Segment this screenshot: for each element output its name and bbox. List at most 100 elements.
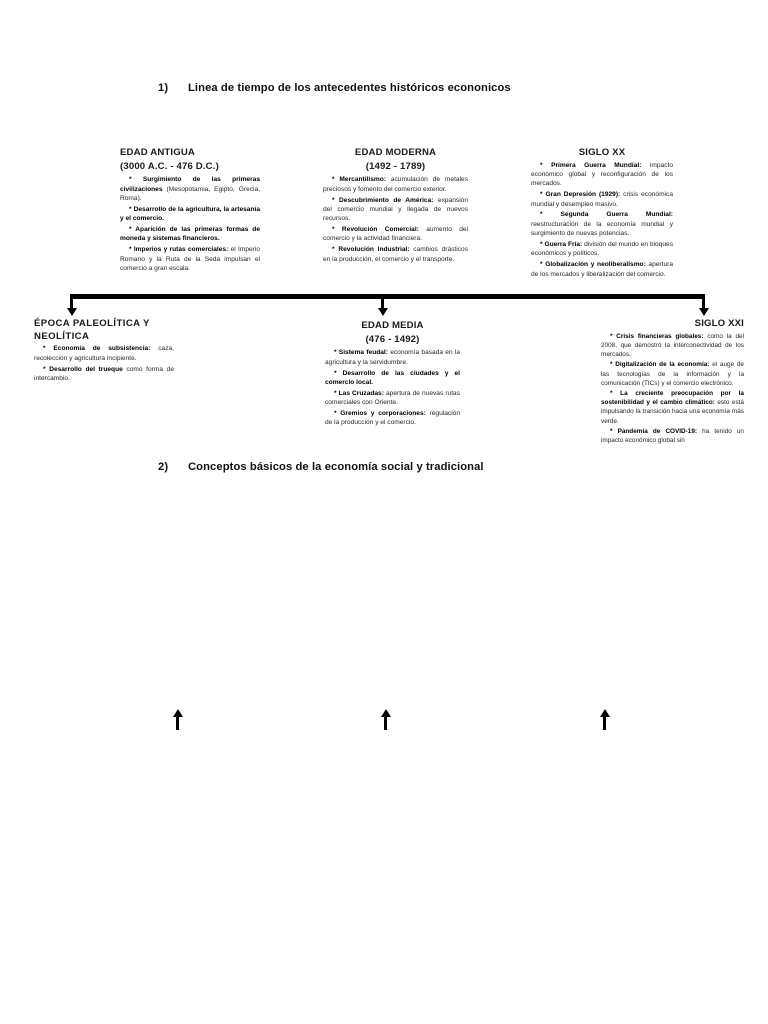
item-lead: * Economía de subsistencia: [43, 345, 151, 353]
list-item: * Sistema feudal: economía basada en la … [325, 348, 460, 367]
item-lead: * La creciente preocupación por la soste… [601, 390, 744, 407]
item-lead: * Descubrimiento de América: [332, 196, 434, 204]
block-title: SIGLO XXI [694, 318, 744, 329]
axis-cap-left [70, 294, 75, 299]
section-number: 2) [158, 461, 169, 473]
list-item: * Descubrimiento de América: expansión d… [323, 196, 468, 224]
item-lead: * Sistema feudal: [334, 349, 388, 357]
item-rest: expansión del comercio mundial y llegada… [323, 196, 468, 223]
item-lead: * Surgimiento de las primeras civilizaci… [120, 176, 260, 193]
marker-siglo-xx [599, 709, 610, 730]
list-item: * Gremios y corporaciones: regulación de… [325, 409, 460, 428]
arrow-head-up-icon [172, 709, 183, 717]
item-rest: caza, recolección y agricultura incipien… [34, 345, 174, 362]
block-item-list: * Mercantilismo: acumulación de metales … [323, 175, 468, 264]
block-years: (1492 - 1789) [365, 160, 426, 172]
list-item: * Globalización y neoliberalismo: apertu… [531, 260, 673, 279]
timeline-block-epoca-paleolitica: ÉPOCA PALEOLÍTICA Y NEOLÍTICA * Economía… [34, 318, 174, 385]
item-lead: * Globalización y neoliberalismo: [540, 261, 646, 269]
list-item: * Digitalización de la economía: el auge… [601, 360, 744, 387]
timeline-block-siglo-xxi: SIGLO XXI * Crisis financieras globales:… [601, 318, 744, 447]
item-rest: apertura de nuevas rutas comerciales con… [325, 389, 460, 407]
item-lead: * Digitalización de la economía: [610, 361, 710, 369]
arrow-head-down-icon [377, 308, 388, 316]
item-lead: * Desarrollo del trueque [43, 365, 123, 373]
item-rest: economía basada en la agricultura y la s… [325, 349, 460, 366]
timeline-block-edad-media: EDAD MEDIA (476 - 1492) * Sistema feudal… [325, 320, 460, 429]
item-rest: el auge de las tecnologías de la informa… [601, 361, 744, 387]
item-rest: como la del 2008, que demostró la interc… [601, 332, 744, 358]
item-lead: * Revolución Comercial: [332, 226, 419, 234]
item-lead: * Desarrollo de la agricultura, la artes… [120, 205, 260, 223]
item-lead: * Gran Depresión (1929): [540, 191, 621, 199]
list-item: * Surgimiento de las primeras civilizaci… [120, 175, 260, 203]
block-title: EDAD MODERNA [354, 147, 437, 158]
list-item: * Mercantilismo: acumulación de metales … [323, 175, 468, 194]
arrow-head-up-icon [380, 709, 391, 717]
list-item: * Pandemia de COVID-19: ha tenido un imp… [601, 427, 744, 445]
item-lead: * Primera Guerra Mundial: [540, 161, 642, 169]
item-lead: * Desarrollo de las ciudades y el comerc… [325, 369, 460, 386]
item-rest: regulación de la producción y el comerci… [325, 409, 460, 427]
block-item-list: * Crisis financieras globales: como la d… [601, 332, 744, 446]
marker-edad-media [377, 297, 388, 316]
list-item: * Aparición de las primeras formas de mo… [120, 225, 260, 244]
list-item: * Guerra Fría: división del mundo en blo… [531, 240, 673, 259]
block-item-list: * Sistema feudal: economía basada en la … [325, 348, 460, 427]
timeline-block-edad-moderna: EDAD MODERNA (1492 - 1789) * Mercantilis… [323, 147, 468, 266]
list-item: * Economía de subsistencia: caza, recole… [34, 344, 174, 363]
item-lead: * Pandemia de COVID-19: [610, 428, 698, 436]
item-lead: * Revolución Industrial: [332, 246, 410, 254]
list-item: * Las Cruzadas: apertura de nuevas rutas… [325, 389, 460, 408]
item-lead: * Imperios y rutas comerciales: [129, 246, 229, 254]
item-rest: crisis económica mundial y desempleo mas… [531, 191, 673, 208]
list-item: * Imperios y rutas comerciales: el Imper… [120, 245, 260, 273]
item-rest: división del mundo en bloques económicos… [531, 241, 673, 258]
block-item-list: * Surgimiento de las primeras civilizaci… [120, 175, 260, 273]
arrow-head-down-icon [66, 308, 77, 316]
item-rest: (Mesopotamia, Egipto, Grecia, Roma). [120, 185, 260, 203]
section-title: Linea de tiempo de los antecedentes hist… [188, 82, 511, 94]
timeline-block-siglo-xx: SIGLO XX * Primera Guerra Mundial: impac… [531, 147, 673, 280]
list-item: * Revolución Industrial: cambios drástic… [323, 245, 468, 264]
section-heading-1: 1) Linea de tiempo de los antecedentes h… [158, 82, 511, 94]
marker-paleolitico [66, 297, 77, 316]
arrow-head-down-icon [698, 308, 709, 316]
block-title: SIGLO XX [578, 147, 626, 158]
item-rest: apertura de los mercados y liberalizació… [531, 261, 673, 278]
item-rest: esto está impulsando la transición hacia… [601, 399, 744, 425]
list-item: * Revolución Comercial: aumento del come… [323, 225, 468, 244]
list-item: * Crisis financieras globales: como la d… [601, 332, 744, 359]
item-lead: * Crisis financieras globales: [610, 332, 704, 340]
axis-cap-right [700, 294, 705, 299]
list-item: * Desarrollo de las ciudades y el comerc… [325, 369, 460, 388]
list-item: * Desarrollo del trueque como forma de i… [34, 365, 174, 384]
item-lead: * Segunda Guerra Mundial: [540, 211, 673, 219]
section-heading-2: 2) Conceptos básicos de la economía soci… [158, 461, 484, 473]
timeline-block-edad-antigua: EDAD ANTIGUA (3000 A.C. - 476 D.C.) * Su… [120, 147, 260, 275]
item-lead: * Mercantilismo: [332, 176, 386, 184]
item-lead: * Guerra Fría: [540, 241, 583, 249]
list-item: * Gran Depresión (1929): crisis económic… [531, 190, 673, 209]
item-lead: * Gremios y corporaciones: [334, 409, 426, 417]
section-title: Conceptos básicos de la economía social … [188, 461, 484, 473]
list-item: * La creciente preocupación por la soste… [601, 389, 744, 425]
block-title: ÉPOCA PALEOLÍTICA Y NEOLÍTICA [34, 318, 150, 342]
item-rest: reestructuración de la economía mundial … [531, 220, 673, 238]
block-item-list: * Economía de subsistencia: caza, recole… [34, 344, 174, 383]
item-rest: como forma de intercambio. [34, 365, 174, 382]
marker-edad-moderna [380, 709, 391, 730]
list-item: * Primera Guerra Mundial: impacto económ… [531, 161, 673, 189]
timeline-axis [70, 294, 705, 299]
section-number: 1) [158, 82, 169, 94]
list-item: * Segunda Guerra Mundial: reestructuraci… [531, 210, 673, 238]
block-title: EDAD MEDIA [361, 320, 424, 331]
item-lead: * Aparición de las primeras formas de mo… [120, 226, 260, 243]
arrow-head-up-icon [599, 709, 610, 717]
marker-siglo-xxi [698, 297, 709, 316]
item-rest: aumento del comercio y la actividad fina… [323, 226, 468, 243]
item-lead: * Las Cruzadas: [334, 389, 384, 397]
item-rest: acumulación de metales preciosos y fomen… [323, 176, 468, 193]
item-rest: ha tenido un impacto económico global si… [601, 428, 744, 445]
